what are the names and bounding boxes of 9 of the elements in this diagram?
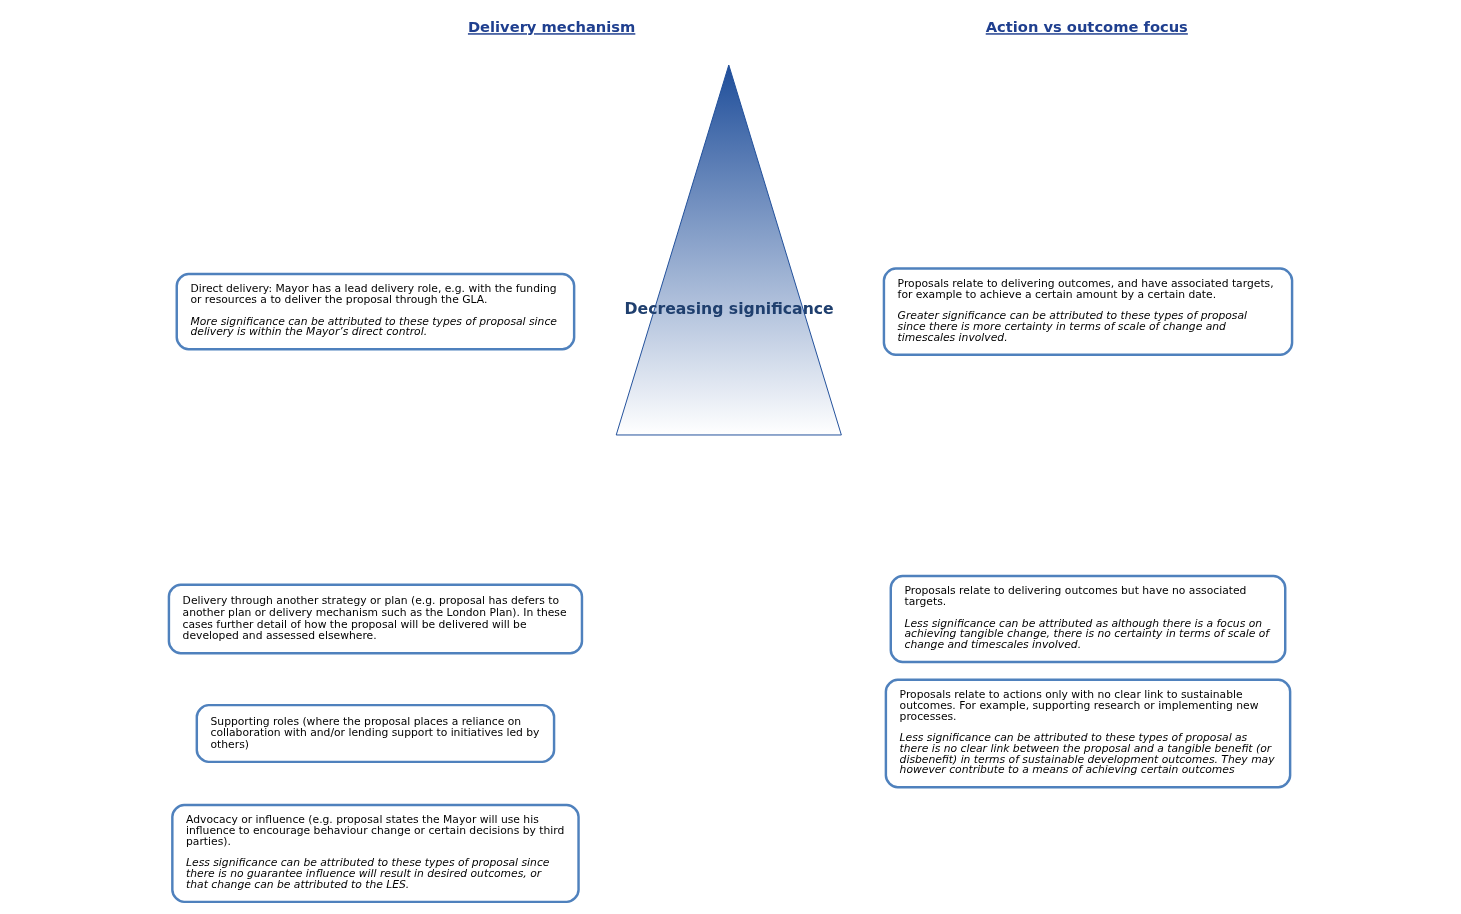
node-box: Supporting roles (where the proposal places a reliance on collaboration with and/or lending support to initiatives led by others) <box>195 703 556 764</box>
label: Delivery mechanism <box>467 18 636 36</box>
node-box: Direct delivery: Mayor has a lead delivery role, e.g. with the funding or resources a to deliver the proposal through the GLA. More significance can be attributed to these types of proposal since delivery is within the Mayor’s direct control. <box>175 272 576 351</box>
node-box: Proposals relate to actions only with no clear link to sustainable outcomes. For example, supporting research or implementing new processes. Less significance can be attributed to these types of proposal as there is no clear link between the proposal and a tangible benefit (or disbenefit) in terms of sustainable development outcomes. They may however contribute to a means of achieving certain outcomes <box>884 678 1292 789</box>
label: Action vs outcome focus <box>985 18 1188 36</box>
node-box: Proposals relate to delivering outcomes but have no associated targets. Less significance can be attributed as although there is a focus on achieving tangible change, there is no certainty in terms of scale of change and timescales involved. <box>889 574 1287 664</box>
node-box: Delivery through another strategy or plan (e.g. proposal has defers to another plan or delivery mechanism such as the London Plan). In these cases further detail of how the proposal will be delivered will be developed and assessed elsewhere. <box>167 583 584 655</box>
node-box: Proposals relate to delivering outcomes, and have associated targets, for example to achieve a certain amount by a certain date. Greater significance can be attributed to these types of proposal since there is more certainty in terms of scale of change and timescales involved. <box>882 267 1294 356</box>
node-box: Advocacy or influence (e.g. proposal states the Mayor will use his influence to encourage behaviour change or certain decisions by third parties). Less significance can be attributed to these types of proposal since there is no guarantee influence will result in desired outcomes, or that change can be attributed to the LES. <box>171 803 580 904</box>
